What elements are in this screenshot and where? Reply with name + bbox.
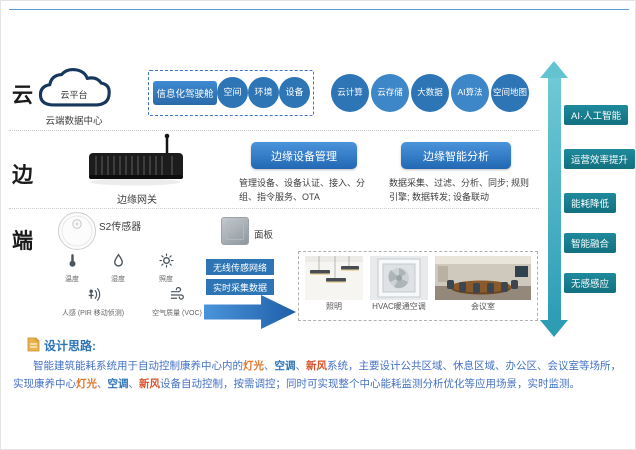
- cockpit-item-environment: 环境: [248, 77, 279, 108]
- design-highlight-ac: 空调: [274, 360, 296, 372]
- benefit-ai: AI·人工智能: [564, 105, 629, 125]
- sensor-label-temperature: 温度: [65, 276, 79, 283]
- design-highlight-freshair: 新风: [306, 360, 327, 372]
- cockpit-label: 信息化驾驶舱: [153, 81, 217, 105]
- benefits-arrow-down-icon: [540, 320, 568, 337]
- design-text-2: 系统，主要设计公共区域、休息区域、办公区、会议室等场所，实现康养中心: [13, 360, 621, 391]
- design-highlight-freshair-2: 新风: [139, 378, 160, 391]
- sensor-label-air-quality: 空气质量 (VOC): [152, 310, 202, 317]
- hvac-scene-image: [370, 256, 428, 300]
- cloud-icon: [38, 68, 111, 107]
- benefit-efficiency: 运营效率提升: [564, 149, 635, 169]
- design-text-3: 设备自动控制，按需调控；同时可实现整个中心能耗监测分析优化等应用场景，实时监测。: [160, 378, 580, 391]
- panel-image: [221, 217, 249, 245]
- thermometer-icon: [69, 254, 75, 267]
- cloud-service-computing: 云计算: [331, 74, 369, 112]
- edge-device-divider: [9, 208, 539, 209]
- design-text-1: 智能建筑能耗系统用于自动控制康养中心内的: [33, 360, 243, 372]
- benefits-arrow-up-icon: [540, 61, 568, 78]
- design-note-icon: [27, 337, 40, 352]
- edge-analysis-desc: 数据采集、过滤、分析、同步; 规则引擎; 数据转发; 设备联动: [389, 178, 530, 203]
- illuminance-icon: [158, 253, 174, 268]
- benefit-energy: 能耗降低: [564, 193, 617, 213]
- sensor-label-illuminance: 照度: [159, 276, 173, 283]
- cloud-service-ai: AI算法: [451, 74, 489, 112]
- meeting-room-scene-image: [435, 256, 531, 300]
- sensor-temperature: 温度: [49, 253, 95, 284]
- cloud-layer-label: 云: [12, 84, 33, 107]
- air-quality-icon: [170, 286, 184, 300]
- device-layer-label: 端: [12, 230, 33, 253]
- edge-device-management-desc: 管理设备、设备认证、接入、分组、指令服务、OTA: [239, 178, 366, 203]
- cloud-service-bigdata: 大数据: [411, 74, 449, 112]
- design-sep-3: 、: [97, 378, 108, 391]
- s2-sensor-label: S2传感器: [99, 222, 142, 233]
- edge-layer-label: 边: [12, 164, 33, 187]
- sensor-air-quality: 空气质量 (VOC): [139, 286, 215, 318]
- cloud-platform-label: 云平台: [60, 90, 88, 100]
- top-divider: [9, 9, 629, 10]
- panel-image-inner: [226, 222, 244, 240]
- cockpit-item-equipment: 设备: [279, 77, 310, 108]
- cockpit-item-space: 空间: [217, 77, 248, 108]
- benefits-arrow-shaft: [548, 77, 561, 321]
- sensor-humidity: 湿度: [95, 253, 141, 284]
- humidity-icon: [113, 253, 123, 267]
- data-flow-arrow-icon: [204, 295, 296, 329]
- realtime-data-tag: 实时采集数据: [206, 279, 274, 295]
- design-sep-4: 、: [128, 378, 140, 391]
- edge-analysis-button: 边缘智能分析: [401, 142, 511, 169]
- design-title: 设计思路:: [44, 339, 96, 353]
- design-highlight-lighting-2: 灯光: [76, 378, 97, 391]
- sensor-motion: 人感 (PIR 移动侦测): [45, 287, 141, 318]
- cloud-service-storage: 云存储: [371, 74, 409, 112]
- design-highlight-ac-2: 空调: [107, 378, 129, 391]
- cloud-edge-divider: [9, 130, 539, 131]
- scene-label-hvac: HVAC暖通空调: [372, 302, 426, 311]
- cockpit-group-box: [148, 70, 314, 116]
- design-highlight-lighting: 灯光: [243, 360, 264, 372]
- scene-label-lighting: 照明: [326, 302, 342, 311]
- sensor-label-humidity: 湿度: [111, 276, 125, 283]
- edge-gateway-label: 边缘网关: [117, 195, 157, 206]
- benefit-fusion: 智能融合: [564, 233, 617, 253]
- design-sep-1: 、: [264, 360, 275, 372]
- design-description: 智能建筑能耗系统用于自动控制康养中心内的灯光、空调、新风系统，主要设计公共区域、…: [13, 357, 627, 394]
- motion-sensor-icon: [88, 288, 100, 301]
- lighting-scene-image: [305, 256, 363, 300]
- benefit-sensing: 无感感应: [564, 273, 617, 293]
- panel-label: 面板: [254, 230, 274, 241]
- design-sep-2: 、: [295, 360, 307, 372]
- cloud-datacenter-label: 云端数据中心: [45, 116, 103, 127]
- sensor-label-motion: 人感 (PIR 移动侦测): [61, 310, 125, 317]
- wireless-network-tag: 无线传感网络: [206, 259, 274, 275]
- scene-label-meeting-room: 会议室: [471, 302, 495, 311]
- scenes-group-box: [298, 251, 538, 321]
- edge-gateway-image: [89, 133, 183, 186]
- edge-device-management-button: 边缘设备管理: [251, 142, 357, 169]
- cloud-service-spacemap: 空间地图: [491, 74, 529, 112]
- sensor-illuminance: 照度: [143, 253, 189, 284]
- s2-sensor-image: [58, 212, 96, 250]
